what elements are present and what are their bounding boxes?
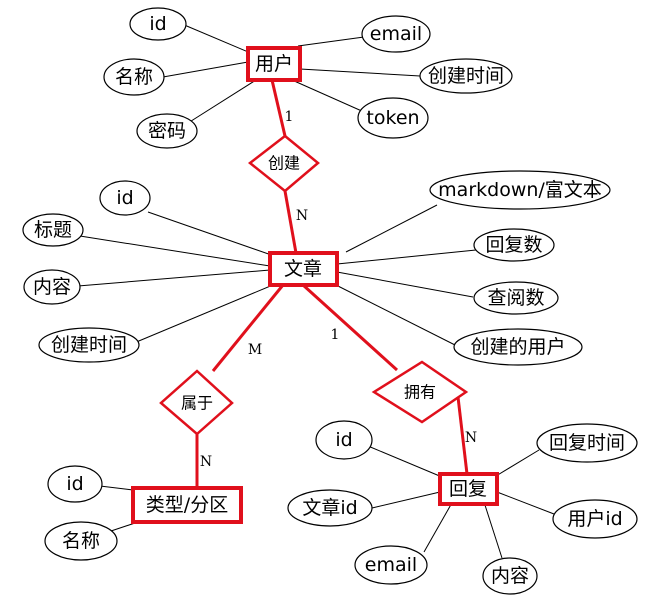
attr-label: email [370,23,422,45]
entity-label: 用户 [255,53,293,75]
attr-article-creator: 创建的用户 [453,328,583,366]
relationship-lines [195,79,469,488]
attr-user-email: email [361,15,431,53]
cardinality-label: M [248,342,262,358]
relationship-belong: 属于 [159,369,234,436]
attr-article-content: 内容 [23,269,81,305]
attr-label: 回复时间 [549,432,625,454]
entity-article: 文章 [268,251,339,287]
attribute-lines [77,23,555,559]
relationship-create: 创建 [247,134,320,193]
entity-category: 类型/分区 [131,486,243,524]
relationship-own: 拥有 [371,360,469,424]
attr-article-view-count: 查阅数 [473,281,559,315]
attr-article-format: markdown/富文本 [429,170,611,210]
attr-label: id [66,473,83,495]
attr-label: 用户id [567,508,622,530]
attr-article-created-at: 创建时间 [38,327,140,363]
attr-label: 名称 [62,530,100,552]
attr-label: id [116,187,133,209]
attr-label: 创建时间 [51,334,127,356]
attr-article-reply-count: 回复数 [473,228,555,262]
cardinality-label: 1 [331,327,340,343]
attr-label: 密码 [148,120,186,142]
attr-user-password: 密码 [136,113,198,149]
attr-label: id [149,13,166,35]
attr-label: id [335,429,352,451]
cardinality-label: N [465,430,477,446]
attr-label: email [365,554,417,576]
attr-label: 标题 [34,219,72,241]
entity-label: 回复 [449,478,487,500]
attr-article-id: id [99,180,151,216]
relationship-label: 拥有 [404,383,436,402]
attr-category-id: id [47,465,103,503]
attr-label: 名称 [115,66,153,88]
attr-label: 内容 [491,565,529,587]
entity-reply: 回复 [438,472,499,506]
attr-reply-content: 内容 [482,557,538,595]
attr-reply-user-id: 用户id [552,499,638,539]
attr-label: 创建的用户 [470,336,565,358]
cardinality-labels: 1 N M N 1 N [200,109,477,470]
relationship-label: 创建 [268,154,300,173]
entity-user: 用户 [246,46,302,82]
category-attributes: id 名称 [44,465,118,561]
cardinality-label: 1 [285,109,294,125]
attr-label: 内容 [33,276,71,298]
attr-label: 查阅数 [487,287,544,309]
cardinality-label: N [200,454,212,470]
attr-user-id: id [129,7,187,41]
entity-label: 类型/分区 [146,494,228,516]
attr-user-name: 名称 [103,58,165,96]
attr-reply-article-id: 文章id [287,489,373,527]
entity-label: 文章 [284,258,322,280]
attr-label: 文章id [302,497,357,519]
attr-label: markdown/富文本 [438,179,602,201]
attr-category-name: 名称 [44,521,118,561]
attr-article-title: 标题 [22,213,84,247]
attr-label: 创建时间 [428,65,504,87]
attr-user-created-at: 创建时间 [419,58,513,94]
reply-attributes: id 回复时间 文章id 用户id email 内容 [287,420,638,595]
attr-reply-id: id [315,420,373,460]
relationship-label: 属于 [181,394,213,413]
attr-user-token: token [357,97,429,139]
attr-reply-time: 回复时间 [536,423,638,463]
article-attributes: id markdown/富文本 标题 回复数 内容 查阅数 创建时间 创建的用 [22,170,611,366]
attr-reply-email: email [354,545,428,585]
attr-label: token [366,107,419,129]
attr-label: 回复数 [485,234,542,256]
user-attributes: id email 名称 创建时间 密码 token [103,7,513,149]
cardinality-label: N [296,208,308,224]
